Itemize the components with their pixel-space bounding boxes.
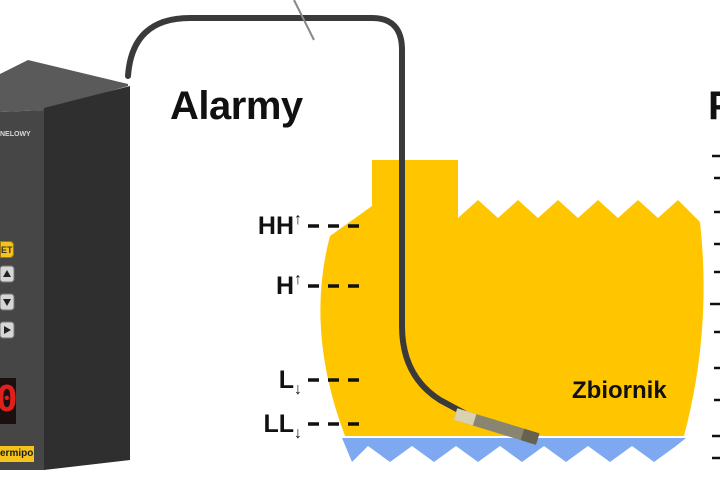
page-title: Alarmy	[170, 84, 303, 128]
arrow-up-icon: ↑	[294, 211, 302, 228]
level-sensor	[453, 408, 540, 445]
scale-ticks	[710, 154, 720, 460]
arrow-up-icon: ↑	[294, 271, 302, 288]
device-top	[0, 60, 128, 112]
arrow-down-icon: ↓	[294, 381, 302, 398]
alarm-label-l: L↓	[222, 366, 302, 398]
device-buttons	[0, 265, 15, 339]
controller-device	[0, 60, 130, 470]
sensor-cable	[125, 15, 469, 417]
device-panel-text: NELOWY	[0, 131, 31, 138]
device-brand: ermipol	[0, 448, 34, 459]
brand-strip	[0, 446, 34, 462]
alarm-label-text: L	[278, 366, 294, 394]
alarm-markers	[308, 224, 362, 426]
alarm-label-ll: LL↓	[222, 410, 302, 442]
alarm-label-h: H↑	[222, 271, 302, 301]
device-display-digit: 0	[0, 379, 18, 420]
set-button: ET	[0, 241, 14, 258]
display-window	[0, 378, 16, 424]
device-side	[44, 86, 130, 470]
alarm-label-text: H	[275, 272, 294, 300]
liquid-bottom	[342, 438, 686, 462]
tank-body	[320, 160, 704, 436]
right-title-fragment: P	[708, 84, 720, 129]
cable-break-mark	[293, 0, 315, 41]
tank-label: Zbiornik	[572, 377, 667, 404]
alarm-label-text: HH	[257, 212, 294, 240]
arrow-down-icon: ↓	[294, 425, 302, 442]
alarm-label-text: LL	[263, 410, 294, 438]
alarm-label-hh: HH↑	[222, 211, 302, 241]
